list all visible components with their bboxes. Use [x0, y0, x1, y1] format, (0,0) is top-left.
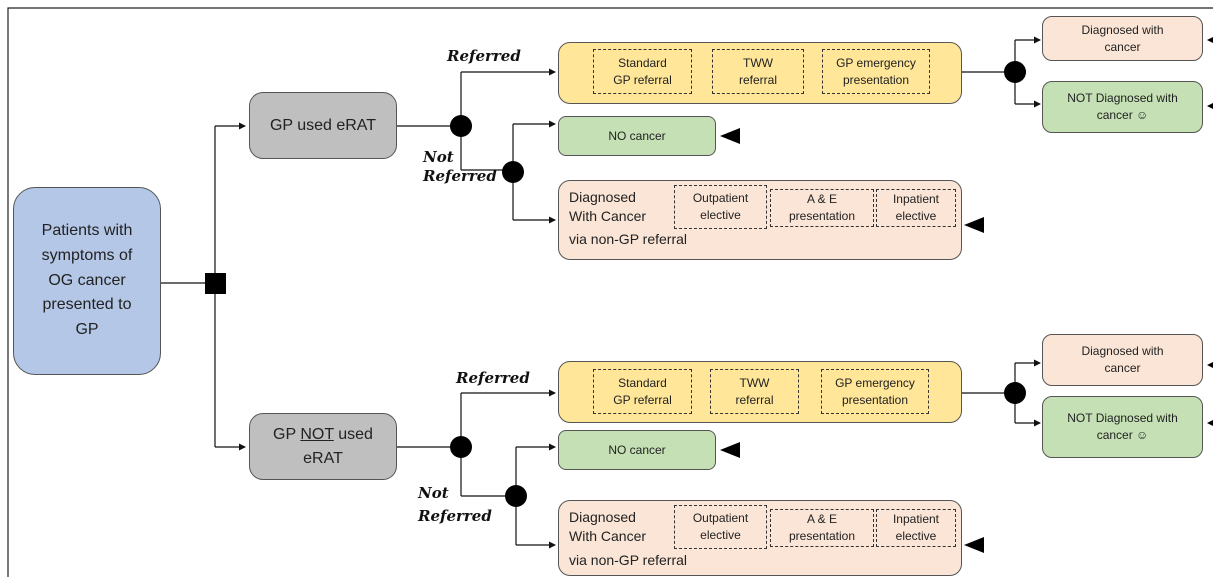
- chance-node-erat: [450, 115, 472, 137]
- diagnosed-with-cancer-label: Diagnosed with cancer: [1081, 22, 1164, 54]
- no-cancer-box: NO cancer: [558, 116, 716, 156]
- not-diagnosed-label: NOT Diagnosed with cancer ☺: [1067, 411, 1178, 442]
- terminal-node-icon: [964, 217, 984, 233]
- not-diagnosed-box: NOT Diagnosed with cancer ☺: [1042, 81, 1203, 133]
- referral-type: GP emergency presentation: [822, 49, 930, 94]
- gp-not-used-erat-node: GP NOT used eRAT: [249, 413, 397, 480]
- terminal-node-icon: [964, 537, 984, 553]
- referral-type: TWW referral: [712, 49, 804, 94]
- via-non-gp-label: via non-GP referral: [569, 552, 688, 568]
- terminal-node-icon: [1207, 420, 1213, 426]
- route-type: Outpatient elective: [674, 505, 767, 549]
- route-type: Inpatient elective: [876, 509, 956, 547]
- terminal-node-icon: [1207, 362, 1213, 368]
- terminal-node-icon: [720, 442, 740, 458]
- chance-node-erat-referral-outcome: [1004, 61, 1026, 83]
- referral-type: Standard GP referral: [593, 49, 692, 94]
- no-cancer-label: NO cancer: [608, 443, 666, 457]
- referred-label: Referred: [456, 369, 530, 387]
- decision-node: [205, 273, 226, 294]
- gp-erat-label: GP used eRAT: [269, 116, 377, 134]
- with-cancer-label: With Cancer: [569, 208, 647, 224]
- root-label: Patients with symptoms of OG cancer pres…: [41, 222, 133, 339]
- gp-no-erat-label: GP NOT used eRAT: [273, 426, 373, 467]
- root-node: Patients with symptoms of OG cancer pres…: [13, 187, 161, 375]
- terminal-node-icon: [1207, 37, 1213, 43]
- route-type: Outpatient elective: [674, 185, 767, 229]
- referral-type: TWW referral: [710, 369, 799, 414]
- referral-box: [558, 361, 962, 423]
- not-referred-label: Not Referred: [423, 148, 497, 185]
- diagnosed-non-gp-box: [558, 500, 962, 576]
- chance-node-no-erat: [450, 436, 472, 458]
- route-type: A & E presentation: [770, 509, 874, 547]
- not-diagnosed-box: NOT Diagnosed with cancer ☺: [1042, 396, 1203, 458]
- chance-node-erat-not-referred: [502, 161, 524, 183]
- chance-node-no-erat-not-referred: [505, 485, 527, 507]
- referral-type: GP emergency presentation: [821, 369, 929, 414]
- no-cancer-box: NO cancer: [558, 430, 716, 470]
- gp-used-erat-node: GP used eRAT: [249, 92, 397, 159]
- referral-type: Standard GP referral: [593, 369, 692, 414]
- referred-label: Referred: [447, 47, 521, 65]
- terminal-node-icon: [1207, 103, 1213, 109]
- diagnosed-with-cancer-box: Diagnosed with cancer: [1042, 334, 1203, 386]
- diagnosed-with-cancer-box: Diagnosed with cancer: [1042, 16, 1203, 61]
- chance-node-no-erat-referral-outcome: [1004, 382, 1026, 404]
- route-type: A & E presentation: [770, 189, 874, 227]
- route-type: Inpatient elective: [876, 189, 956, 227]
- diagnosed-non-gp-box: [558, 180, 962, 260]
- diagnosed-with-cancer-label: Diagnosed with cancer: [1081, 344, 1164, 375]
- frame-border: [7, 7, 1213, 577]
- with-cancer-label: With Cancer: [569, 528, 647, 544]
- not-diagnosed-label: NOT Diagnosed with cancer ☺: [1067, 91, 1178, 122]
- via-non-gp-label: via non-GP referral: [569, 231, 688, 247]
- terminal-node-icon: [720, 128, 740, 144]
- diagnosed-label: Diagnosed: [569, 189, 636, 205]
- no-cancer-label: NO cancer: [608, 129, 666, 143]
- diagnosed-label: Diagnosed: [569, 509, 636, 525]
- not-referred-label: Not Referred: [418, 484, 492, 526]
